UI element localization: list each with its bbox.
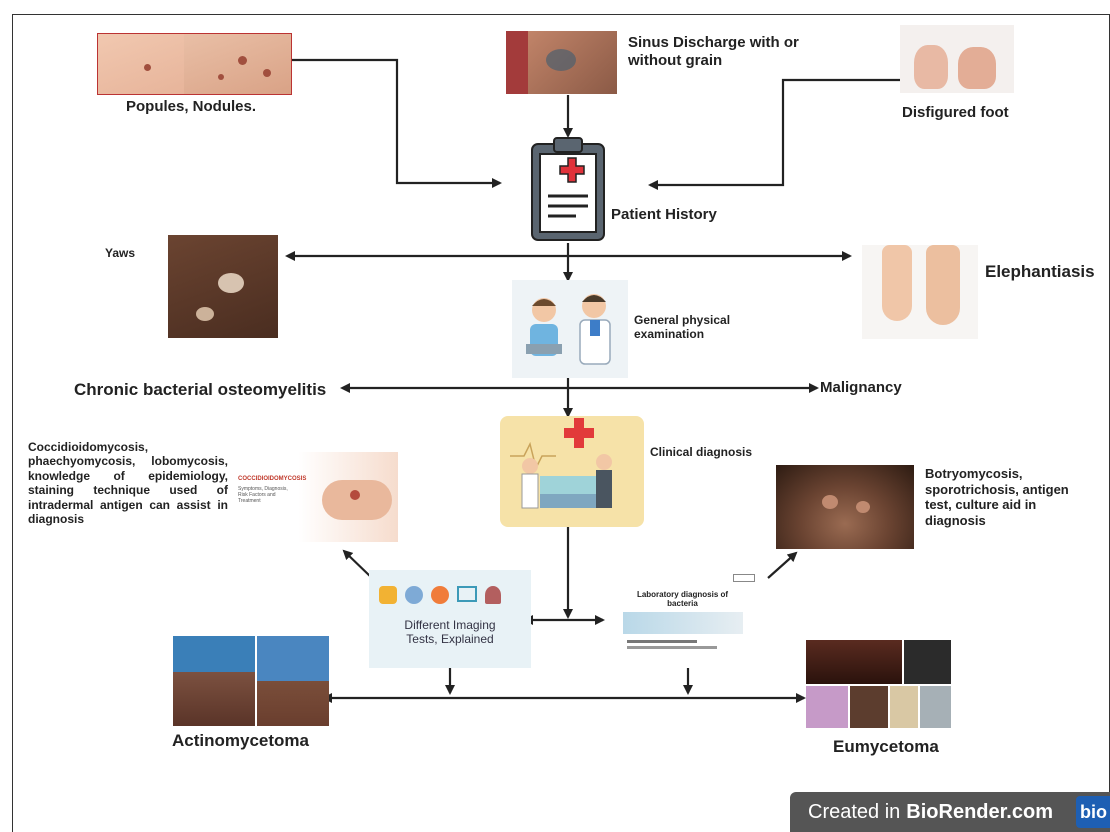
- arrow-papules-history: [290, 58, 502, 188]
- imaging-card-title: Different Imaging Tests, Explained: [404, 618, 496, 646]
- arrow-lab-botryo: [767, 551, 798, 579]
- biorender-logo: bio: [1076, 796, 1110, 828]
- label-eumycetoma: Eumycetoma: [833, 737, 939, 756]
- biorender-badge[interactable]: Created in BioRender.com bio: [790, 792, 1110, 832]
- cocci-card-title: COCCIDIOIDOMYCOSIS: [238, 476, 307, 482]
- label-cocci: Coccidioidomycosis, phaechyomycosis, lob…: [28, 440, 228, 526]
- botryomycosis-image: [776, 465, 914, 549]
- label-sinus: Sinus Discharge with or without grain: [628, 34, 799, 69]
- arrow-imaging-cocci: [342, 549, 373, 579]
- clipboard-icon: [531, 137, 605, 241]
- label-yaws: Yaws: [105, 246, 136, 260]
- lab-card-tag: [733, 574, 755, 582]
- cocci-card-sub: Symptoms, Diagnosis, Risk Factors and Tr…: [238, 486, 288, 504]
- disfigured-foot-image: [900, 25, 1014, 93]
- lab-card-title: Laboratory diagnosis of bacteria: [636, 590, 729, 608]
- elephantiasis-image: [862, 245, 978, 339]
- yaws-image: [168, 235, 278, 338]
- lab-diagnosis-card: Laboratory diagnosis of bacteria: [615, 588, 750, 660]
- hospital-scene-icon: [500, 416, 644, 527]
- ultrasound-icon: [457, 586, 477, 602]
- label-actinomycetoma: Actinomycetoma: [172, 731, 309, 750]
- label-osteomyelitis: Chronic bacterial osteomyelitis: [74, 380, 327, 399]
- papules-image: [97, 33, 292, 95]
- eumycetoma-image: [806, 640, 951, 728]
- label-botryo: Botryomycosis, sporotrichosis, antigen t…: [925, 466, 1069, 528]
- label-elephantiasis: Elephantiasis: [985, 262, 1095, 281]
- label-papules: Popules, Nodules.: [126, 98, 257, 115]
- label-history: Patient History: [611, 206, 717, 223]
- imaging-tests-card: Different Imaging Tests, Explained: [369, 570, 531, 668]
- label-general-exam: General physical examination: [634, 313, 731, 342]
- coccidioidomycosis-card: COCCIDIOIDOMYCOSIS Symptoms, Diagnosis, …: [232, 452, 398, 542]
- actinomycetoma-image: [173, 636, 329, 726]
- label-clinical: Clinical diagnosis: [650, 445, 753, 459]
- label-disfigured: Disfigured foot: [902, 104, 1009, 121]
- sinus-discharge-image: [506, 31, 617, 94]
- mri-icon: [431, 586, 449, 604]
- xray-icon: [405, 586, 423, 604]
- arrow-disfigured-history: [648, 78, 900, 190]
- pet-icon: [485, 586, 501, 604]
- badge-prefix: Created in: [808, 800, 901, 823]
- badge-brand: BioRender.com: [906, 800, 1053, 823]
- ct-icon: [379, 586, 397, 604]
- label-malignancy: Malignancy: [820, 379, 902, 396]
- doctor-patient-icon: [512, 280, 628, 378]
